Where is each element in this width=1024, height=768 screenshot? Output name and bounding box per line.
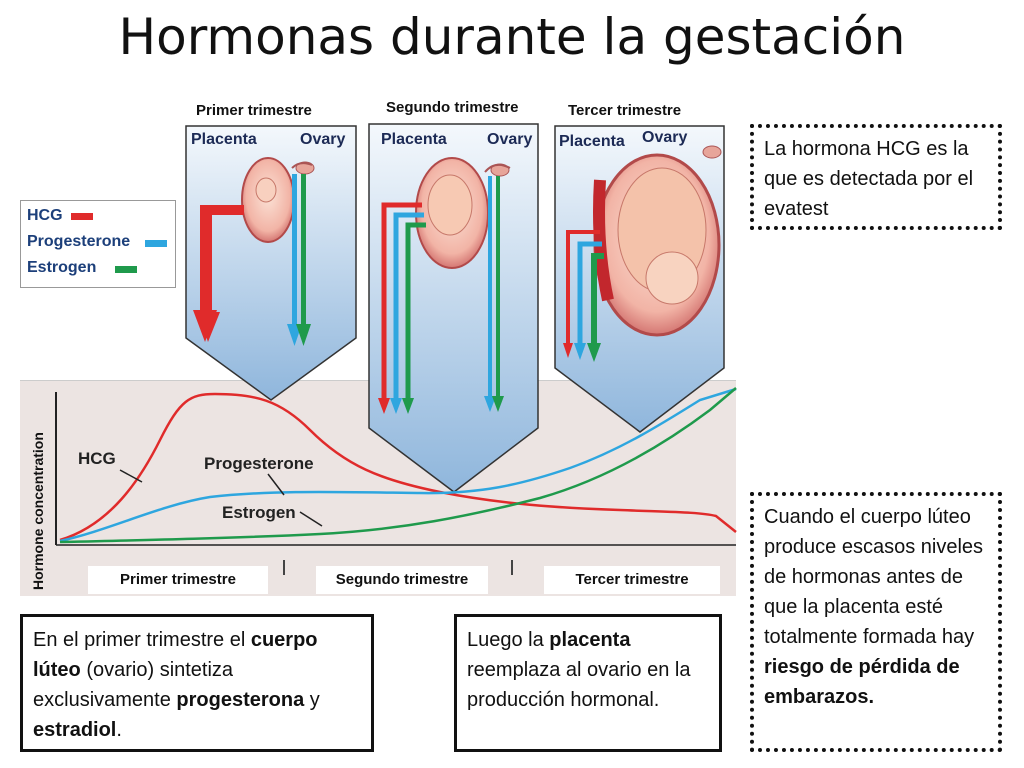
panel-1-title: Primer trimestre (196, 102, 312, 119)
x-segment-first: Primer trimestre (88, 566, 268, 594)
first-note-text-2: (ovario) sintetiza exclusivamente (33, 659, 234, 711)
hcg-note-text: La hormona HCG es la que es detectada po… (764, 138, 974, 220)
progesterone-curve (59, 387, 737, 543)
ovary-3 (702, 145, 722, 159)
estrogen-curve-label: Estrogen (222, 503, 296, 522)
legend-estrogen-swatch (115, 266, 137, 273)
panel-3-title: Tercer trimestre (568, 102, 682, 119)
legend-hcg-label: HCG (27, 207, 63, 224)
x-segment-third: Tercer trimestre (544, 566, 720, 594)
panel-3-ovary-label: Ovary (642, 129, 688, 146)
first-note-text-4: . (116, 719, 122, 741)
panel-second-trimester (368, 123, 539, 493)
risk-note-text: Cuando el cuerpo lúteo produce escasos n… (764, 506, 984, 648)
page-title: Hormonas durante la gestación (118, 8, 906, 66)
panel-1-placenta-label: Placenta (191, 131, 257, 148)
first-note-bold-corpus: cuerpo lúteo (33, 629, 318, 681)
legend-estrogen-label: Estrogen (27, 259, 97, 276)
placenta-note-text-2: reemplaza al ovario en la producción hor… (467, 659, 691, 711)
legend-hcg-swatch (71, 213, 93, 220)
legend-progesterone-label: Progesterone (27, 233, 131, 250)
placenta-note-bold: placenta (549, 629, 631, 651)
panel-3-placenta-label: Placenta (559, 133, 625, 150)
legend-progesterone-swatch (145, 240, 167, 247)
first-trimester-note-box: En el primer trimestre el cuerpo lúteo (… (20, 614, 374, 752)
risk-note-bold: riesgo de pérdida de embarazos. (764, 656, 960, 708)
first-note-bold-progesterone: progesterona (176, 689, 305, 711)
panel-2-title: Segundo trimestre (386, 99, 519, 116)
hcg-curve-label: HCG (78, 449, 116, 468)
estrogen-curve (59, 387, 737, 544)
placenta-note-text-1: Luego la (467, 629, 550, 651)
x-segment-second: Segundo trimestre (316, 566, 488, 594)
placenta-note-box: Luego la placenta reemplaza al ovario en… (454, 614, 722, 752)
hcg-curve (59, 392, 737, 542)
panel-1-ovary-label: Ovary (300, 131, 346, 148)
first-note-text-1: En el primer trimestre el (33, 629, 251, 651)
first-note-bold-estradiol: estradiol (33, 719, 117, 741)
panel-2-placenta-label: Placenta (381, 131, 447, 148)
risk-note-box: Cuando el cuerpo lúteo produce escasos n… (750, 492, 1002, 752)
first-note-text-3: y (304, 689, 320, 711)
legend: HCG Progesterone Estrogen (20, 200, 176, 288)
y-axis-label: Hormone concentration (30, 432, 46, 590)
panel-first-trimester (185, 125, 357, 401)
progesterone-curve-label: Progesterone (204, 454, 314, 473)
panel-2-ovary-label: Ovary (487, 131, 533, 148)
hcg-note-box: La hormona HCG es la que es detectada po… (750, 124, 1002, 230)
panel-third-trimester (554, 125, 725, 433)
